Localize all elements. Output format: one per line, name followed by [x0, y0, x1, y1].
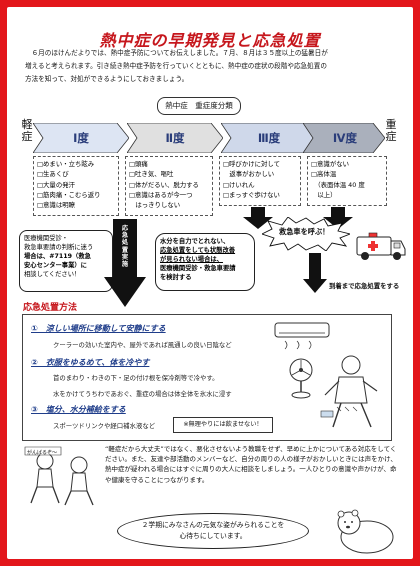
- fan-icon: [289, 358, 313, 399]
- consult-line: 医療機関受診・: [24, 235, 69, 242]
- symptom: □意識はあるが今一つ: [129, 190, 193, 199]
- step-2-text-1: 首のまわり・わきの下・足の付け根を保冷剤等で冷やす。: [53, 374, 219, 382]
- consult-callout: 医療機関受診・ 救急車要請の判断に迷う 場合は、#7119（救急 安心センター事…: [19, 230, 113, 292]
- symptom: 返事がおかしい: [223, 170, 275, 179]
- symptom: □高体温: [311, 170, 337, 179]
- symptom: □吐き気、嘔吐: [129, 170, 174, 179]
- arrow-down-icon: [243, 207, 273, 229]
- first-aid-title: 応急処置方法: [23, 303, 78, 313]
- degree-3-symptoms: □呼びかけに対して 返事がおかしい □けいれん □まっすぐ歩けない: [219, 156, 301, 206]
- symptom: （表面体温 40 度: [311, 180, 365, 189]
- degree-3-chevron: [221, 123, 317, 153]
- water-line: 応急処置をしても状態改善: [160, 247, 236, 254]
- intro-line-3: 方法を知って、対処ができるようにしておきましょう。: [25, 75, 189, 83]
- water-line: を検討する: [160, 274, 192, 281]
- symptom: □めまい・立ち眩み: [37, 160, 95, 168]
- symptom: □頭痛: [129, 160, 148, 168]
- water-callout: 水分を自力でとれない、 応急処置をしても状態改善 が見られない場合は、 医療機関…: [155, 233, 255, 291]
- bottom-paragraph-text: “軽症だから大丈夫”ではなく、悪化させないよう教職をせず、早めに上かについてある…: [105, 445, 397, 484]
- degree-4-symptoms: □意識がない □高体温 （表面体温 40 度 以上）: [307, 156, 387, 206]
- symptom: □意識は明瞭: [37, 201, 75, 210]
- step-1-heading: ① 涼しい場所に移動して安静にする: [31, 324, 166, 333]
- degree-1-label: Ⅰ度: [73, 131, 89, 145]
- ambulance-burst: [262, 217, 350, 251]
- polar-bear-illustration: [337, 509, 394, 554]
- consult-line: 救急車要請の判断に迷う: [24, 244, 94, 251]
- until-arrival-text: 到着まで応急処置をする: [329, 282, 400, 290]
- arrow-down-icon: [323, 207, 353, 229]
- symptom: はっきりしない: [129, 201, 181, 210]
- first-aid-arrow: [104, 219, 146, 307]
- water-line: 医療機関受診・救急車要請: [160, 265, 236, 272]
- symptom: □大量の発汗: [37, 180, 75, 189]
- call-ambulance-text: 救急車を呼ぶ！: [279, 227, 330, 236]
- bottom-paragraph: “軽症だから大丈夫”ではなく、悪化させないよう教職をせず、早めに上かについてある…: [25, 444, 401, 485]
- step-3-heading: ③ 塩分、水分補給をする: [31, 405, 126, 414]
- symptom: 以上）: [311, 190, 337, 199]
- intro-line-2: 増えると考えられます。引き続き熱中症予防を行っていくとともに、熱中症の症状の段階…: [25, 62, 327, 70]
- mild-label: 軽症: [21, 118, 33, 143]
- newsletter-page: 熱中症の早期発見と応急処置 ６月のほけんだよりでは、熱中症予防についてお伝えしま…: [7, 7, 413, 559]
- degree-2-chevron: [127, 123, 223, 153]
- step-2-heading: ② 衣服をゆるめて、体を冷やす: [31, 358, 150, 367]
- consult-line: 場合は、#7119（救急: [24, 253, 91, 260]
- step-3-text: スポーツドリンクや経口補水液など: [53, 422, 156, 430]
- water-line: が見られない場合は、: [160, 256, 223, 263]
- symptom: □筋肉痛・こむら返り: [37, 190, 101, 199]
- arrow-down-icon: [303, 253, 327, 293]
- runner-speech: がんばるぞ〜: [27, 450, 58, 456]
- consult-line: 相談してください！: [24, 271, 81, 278]
- degree-4-chevron: [303, 123, 385, 153]
- step-2-text-2: 水をかけてうちわであおぐ、重症の場合は体全体を氷水に浸す: [53, 390, 232, 398]
- air-conditioner-icon: [274, 322, 330, 350]
- degree-1-chevron: [33, 123, 129, 153]
- step-1-text: クーラーの効いた室内や、屋外であれば風通しの良い日陰など: [53, 341, 232, 349]
- first-aid-arrow-label: 応急処置実施: [121, 225, 129, 269]
- closing-line-1: ２学期にみなさんの元気な姿がみられることを: [141, 521, 285, 529]
- degree-2-symptoms: □頭痛 □吐き気、嘔吐 □体がだるい、脱力する □意識はあるが今一つ はっきりし…: [125, 156, 213, 216]
- ambulance-icon: [356, 232, 406, 260]
- resting-person-illustration: [320, 355, 378, 428]
- symptom: □意識がない: [311, 160, 349, 168]
- symptom: □体がだるい、脱力する: [129, 180, 199, 189]
- consult-line: 安心センター事業）に: [24, 262, 87, 269]
- symptom: □まっすぐ歩けない: [223, 190, 280, 199]
- degree-3-label: Ⅲ度: [257, 131, 281, 145]
- degree-2-label: Ⅱ度: [165, 131, 185, 145]
- no-force-note: ※無理やりには飲ませない！: [173, 417, 273, 433]
- severity-title: 熱中症 重症度分類: [157, 97, 241, 115]
- degree-1-symptoms: □めまい・立ち眩み □生あくび □大量の発汗 □筋肉痛・こむら返り □意識は明瞭: [33, 156, 119, 216]
- first-aid-box: ① 涼しい場所に移動して安静にする クーラーの効いた室内や、屋外であれば風通しの…: [22, 314, 392, 441]
- degree-4-label: Ⅳ度: [332, 131, 358, 145]
- intro-line-1: ６月のほけんだよりでは、熱中症予防についてお伝えしました。７月、８月は３５度以上…: [25, 49, 328, 57]
- symptom: □生あくび: [37, 170, 69, 179]
- severe-label: 重症: [385, 118, 397, 143]
- closing-oval: ２学期にみなさんの元気な姿がみられることを 心待ちにしています。: [117, 513, 309, 549]
- closing-line-2: 心待ちにしています。: [179, 532, 247, 540]
- symptom: □呼びかけに対して: [223, 160, 280, 168]
- page-title: 熱中症の早期発見と応急処置: [99, 31, 321, 50]
- water-line: 水分を自力でとれない、: [160, 238, 230, 245]
- runners-illustration: [24, 446, 94, 506]
- symptom: □けいれん: [223, 180, 255, 189]
